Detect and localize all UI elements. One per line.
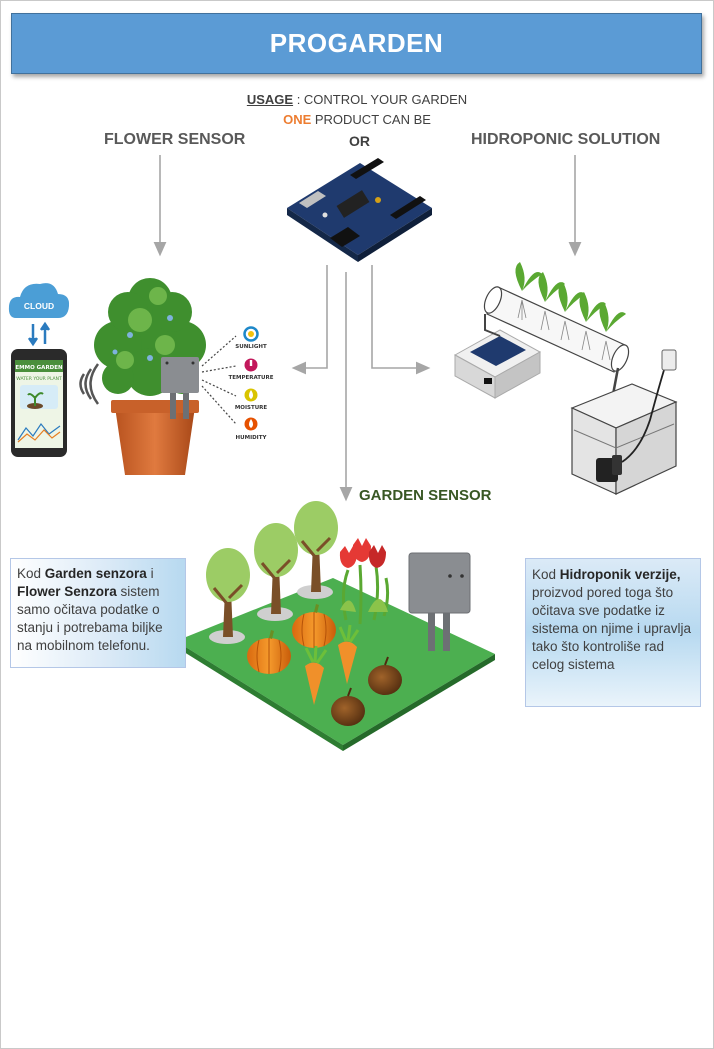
potted-plant-icon (94, 278, 206, 475)
tree-icon (206, 548, 250, 644)
sunlight-label: SUNLIGHT (235, 344, 267, 350)
phone-icon (11, 349, 67, 457)
flower-sensor-heading: FLOWER SENSOR (104, 131, 246, 148)
note-bold-garden: Garden senzora (44, 566, 147, 581)
arrow-board-left (291, 265, 328, 375)
hydroponic-system-icon (483, 262, 678, 495)
usage-text: : CONTROL YOUR GARDEN (293, 92, 468, 107)
moisture-icon (244, 388, 258, 402)
note-text: sistem samo očitava podatke o stanju i p… (17, 584, 163, 653)
phone-app-text: WATER YOUR PLANT (16, 376, 62, 382)
garden-flower-note: Kod Garden senzora i Flower Senzora sist… (10, 558, 186, 668)
carrot-icon (338, 624, 360, 684)
tree-icon (254, 523, 298, 621)
temperature-icon (244, 358, 258, 372)
note-bold-hydro: Hidroponik verzije, (559, 567, 681, 582)
arrow-board-right (371, 265, 431, 375)
controller-box-icon (453, 329, 542, 399)
one-highlight: ONE (283, 112, 312, 127)
or-label: OR (349, 133, 370, 149)
onion-icon (368, 656, 402, 695)
hydroponic-heading: HIDROPONIC SOLUTION (471, 131, 661, 148)
carrot-icon (304, 645, 328, 705)
tulips-icon (339, 538, 390, 625)
garden-sensor-heading: GARDEN SENSOR (359, 487, 492, 504)
sync-arrows-icon (27, 321, 51, 347)
sunlight-icon (243, 326, 259, 342)
product-line-text: PRODUCT CAN BE (311, 112, 431, 127)
tree-icon (294, 501, 338, 599)
arduino-board-icon (287, 158, 432, 262)
hydroponic-note: Kod Hidroponik verzije, proizvod pored t… (525, 558, 701, 707)
note-bold-flower: Flower Senzora (17, 584, 117, 599)
title-banner: PROGARDEN (11, 13, 702, 74)
temperature-label: TEMPERATURE (228, 375, 273, 381)
garden-plot-icon (176, 578, 495, 751)
pumpkin-icon (247, 630, 291, 674)
page-title: PROGARDEN (269, 28, 444, 58)
cloud-icon (8, 283, 70, 318)
garden-sensor-device-icon (408, 552, 471, 651)
onion-icon (331, 687, 365, 726)
product-line: ONE PRODUCT CAN BE (0, 112, 714, 127)
wifi-icon (79, 363, 100, 405)
note-text: Kod (532, 567, 560, 582)
pumpkin-icon (292, 604, 336, 648)
moisture-label: MOISTURE (235, 405, 268, 411)
arrows (153, 155, 582, 502)
note-text: proizvod pored toga što očitava sve poda… (532, 585, 692, 672)
cloud-label: CLOUD (24, 301, 54, 311)
humidity-label: HUMIDITY (236, 435, 268, 441)
phone-app-title: EMMO GARDEN (15, 365, 63, 371)
humidity-icon (244, 417, 258, 431)
usage-label: USAGE (246, 92, 294, 107)
note-text: Kod (17, 566, 45, 581)
usage-line: USAGE : CONTROL YOUR GARDEN (0, 92, 714, 107)
sensor-leader-lines (201, 335, 237, 425)
note-text: i (146, 566, 154, 581)
